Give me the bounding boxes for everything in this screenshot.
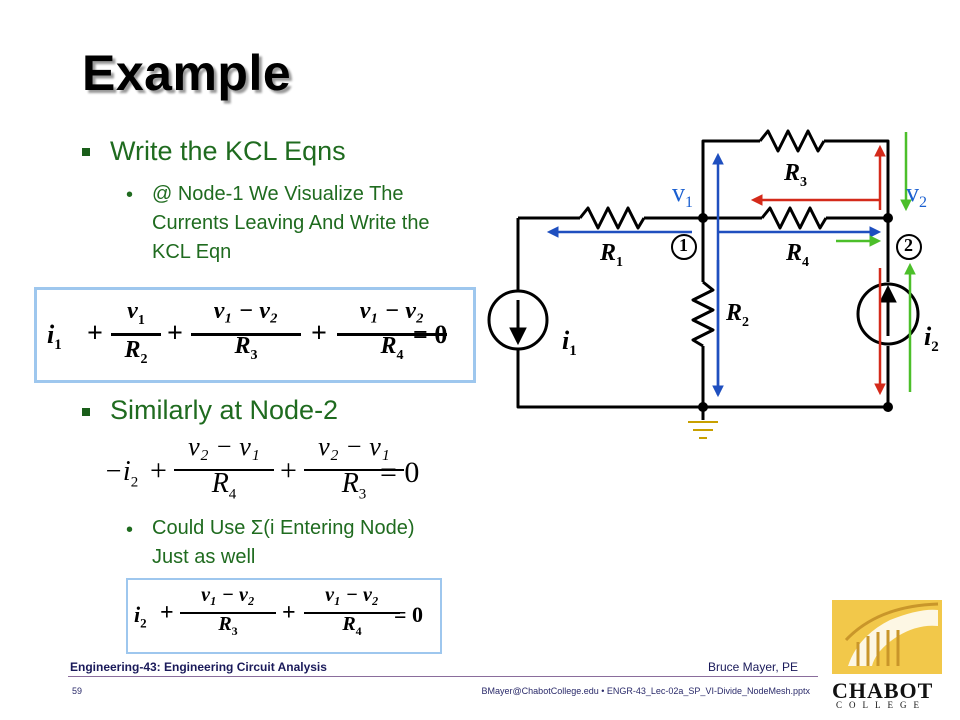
eq1-term2: v₁ − v₂ R3 xyxy=(213,298,279,363)
chabot-building-icon xyxy=(832,600,942,674)
eq2-frac-bar xyxy=(174,469,274,471)
resistor-r1-icon xyxy=(578,206,646,230)
equation-node1-kcl: i1 + v1 R2 + v₁ − v₂ R3 + v₁ − v₂ R4 = 0 xyxy=(34,287,476,383)
label-v1: v1 xyxy=(672,178,693,212)
eq3-term1: v₁ − v₂ R3 xyxy=(201,584,255,638)
label-i1: i1 xyxy=(562,326,577,360)
label-r4: R4 xyxy=(786,240,810,270)
label-node2: 2 xyxy=(904,235,913,255)
ground-symbol-icon xyxy=(688,421,718,439)
label-v2: v2 xyxy=(906,178,927,212)
slide-title: Example xyxy=(82,45,292,101)
node-dot xyxy=(698,213,708,223)
equation-node2-entering: i2 + v₁ − v₂ R3 + v₁ − v₂ R4 = 0 xyxy=(126,578,442,654)
label-node1: 1 xyxy=(679,235,688,255)
sub-bullet-dot-icon: • xyxy=(126,519,134,541)
sub-bullet-node1: @ Node-1 We Visualize The Currents Leavi… xyxy=(152,183,430,263)
eq2-rhs: = 0 xyxy=(380,456,420,489)
footer-author: Bruce Mayer, PE xyxy=(708,660,799,674)
label-i2: i2 xyxy=(924,322,939,356)
sub-bullet-entering: Could Use Σ(i Entering Node) Just as wel… xyxy=(152,517,415,568)
eq1-frac-bar xyxy=(111,333,161,336)
node2-marker xyxy=(896,234,922,260)
wire xyxy=(516,348,888,409)
eq3-frac-bar xyxy=(304,612,400,614)
eq3-rhs: = 0 xyxy=(394,602,424,627)
footer-page-number: 59 xyxy=(72,686,83,696)
bullet-node2: Similarly at Node-2 xyxy=(110,395,339,425)
eq1-term3: v₁ − v₂ R4 xyxy=(359,298,425,363)
wire xyxy=(824,139,890,218)
equation-node2-kcl: −i2 + v₂ − v₁ R4 + v₂ − v₁ R3 = 0 xyxy=(104,432,420,503)
footer-divider xyxy=(68,676,818,677)
eq1-term1: v1 R2 xyxy=(124,298,148,367)
node-dot xyxy=(883,213,893,223)
current-source-i2-icon xyxy=(856,282,920,346)
eq2-term1: v₂ − v₁ R4 xyxy=(188,432,260,503)
bullet-square-icon xyxy=(82,148,90,156)
eq2-frac-bar xyxy=(304,469,404,471)
eq1-frac-bar xyxy=(191,333,301,336)
label-r2: R2 xyxy=(726,300,750,330)
footer-contact: BMayer@ChabotCollege.edu • ENGR-43_Lec-0… xyxy=(481,686,810,696)
sub-bullet-dot-icon: • xyxy=(126,184,134,206)
node-dot xyxy=(883,402,893,412)
label-r3: R3 xyxy=(784,160,808,190)
current-source-i1-icon xyxy=(487,289,549,351)
bullet-square-icon xyxy=(82,408,90,416)
chabot-college-logo: CHABOT COLLEGE xyxy=(828,596,948,714)
label-r1: R1 xyxy=(600,240,624,270)
resistor-r3-icon xyxy=(758,129,826,153)
eq1-frac-bar xyxy=(337,333,447,336)
eq1-rhs: = 0 xyxy=(413,320,448,349)
node-dot xyxy=(698,402,708,412)
resistor-r4-icon xyxy=(760,206,828,230)
eq2-term2: v₂ − v₁ R3 xyxy=(318,432,390,503)
eq3-frac-bar xyxy=(180,612,276,614)
node1-marker xyxy=(671,234,697,260)
eq1-i1: i xyxy=(47,320,55,349)
resistor-r2-icon xyxy=(691,280,715,348)
footer-course: Engineering-43: Engineering Circuit Anal… xyxy=(70,660,327,674)
wire xyxy=(701,139,760,218)
bullet-write-kcl: Write the KCL Eqns xyxy=(110,136,346,166)
eq3-term2: v₁ − v₂ R4 xyxy=(325,584,379,638)
